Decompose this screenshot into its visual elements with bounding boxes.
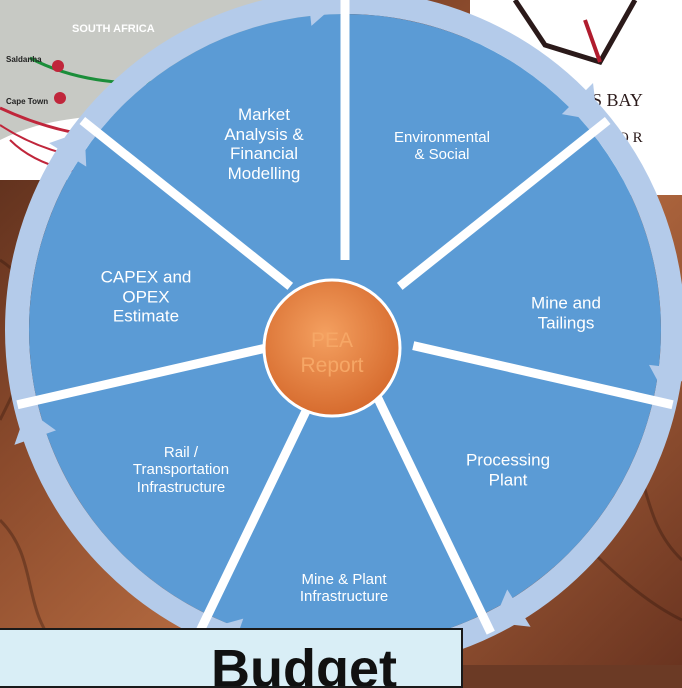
segment-separator <box>412 341 674 410</box>
map-label-south-africa: SOUTH AFRICA <box>72 23 155 35</box>
segment-separator <box>195 391 319 635</box>
center-report-label: PEA Report <box>300 328 363 378</box>
segment-label-line: & Social <box>414 146 470 163</box>
segment-label-line: Analysis & <box>224 124 304 144</box>
segment-mine-tailings: Mine and Tailings <box>531 293 601 332</box>
ring-arrowhead <box>493 589 531 627</box>
center-report-circle <box>262 278 402 418</box>
segment-label-line: Processing <box>465 450 551 470</box>
center-label-line-1: PEA <box>310 328 354 352</box>
segment-market-financial: Market Analysis & Financial Modelling <box>224 105 303 183</box>
map-label-cape-town: Cape Town <box>6 97 48 106</box>
map-label-saldanha: Saldanha <box>6 55 42 64</box>
ring-arrowhead <box>14 409 56 445</box>
segment-label-line: Infrastructure <box>299 588 389 605</box>
segment-mine-plant-infrastructure: Mine & Plant Infrastructure <box>300 571 388 606</box>
banner-text: Budget <box>211 639 397 688</box>
segment-label-line: Environmental <box>394 128 490 146</box>
segment-label-line: Modelling <box>227 163 301 183</box>
segment-capex-opex: CAPEX and OPEX Estimate <box>101 268 192 327</box>
segment-rail-transportation: Rail / Transportation Infrastructure <box>133 444 229 496</box>
center-label-line-2: Report <box>300 354 364 377</box>
segment-label-line: Transportation <box>132 461 230 479</box>
segment-label-line: Estimate <box>112 306 180 326</box>
segment-label-line: CAPEX and <box>100 267 192 287</box>
ring-arrowhead <box>308 0 339 26</box>
segment-separator <box>396 116 611 290</box>
diagram-canvas: SOUTH AFRICA Saldanha Cape Town Richards… <box>0 0 682 665</box>
segment-label-line: Tailings <box>537 313 595 332</box>
ring-arrowhead <box>648 364 682 397</box>
segment-separators <box>16 0 674 635</box>
segment-label-line: OPEX <box>122 287 170 307</box>
ring-arrowhead <box>49 130 87 167</box>
segment-label-line: Mine and <box>531 293 601 313</box>
budget-banner: Budget <box>0 628 463 688</box>
ring-arrowhead <box>561 83 598 121</box>
segment-label-line: Rail / <box>163 444 199 462</box>
segment-label-line: Financial <box>229 144 299 163</box>
segment-label-line: Market <box>238 104 290 124</box>
segment-label-line: Plant <box>488 470 528 489</box>
segment-environmental-social: Environmental & Social <box>394 129 490 164</box>
segment-label-line: Mine & Plant <box>301 570 387 588</box>
segment-separator <box>371 391 495 635</box>
segment-label-line: Infrastructure <box>136 478 226 496</box>
segment-separator <box>16 341 278 410</box>
segment-processing-plant: Processing Plant <box>466 450 550 489</box>
logo-text-line-1: S BAY <box>592 90 643 110</box>
segment-separator <box>79 116 294 290</box>
